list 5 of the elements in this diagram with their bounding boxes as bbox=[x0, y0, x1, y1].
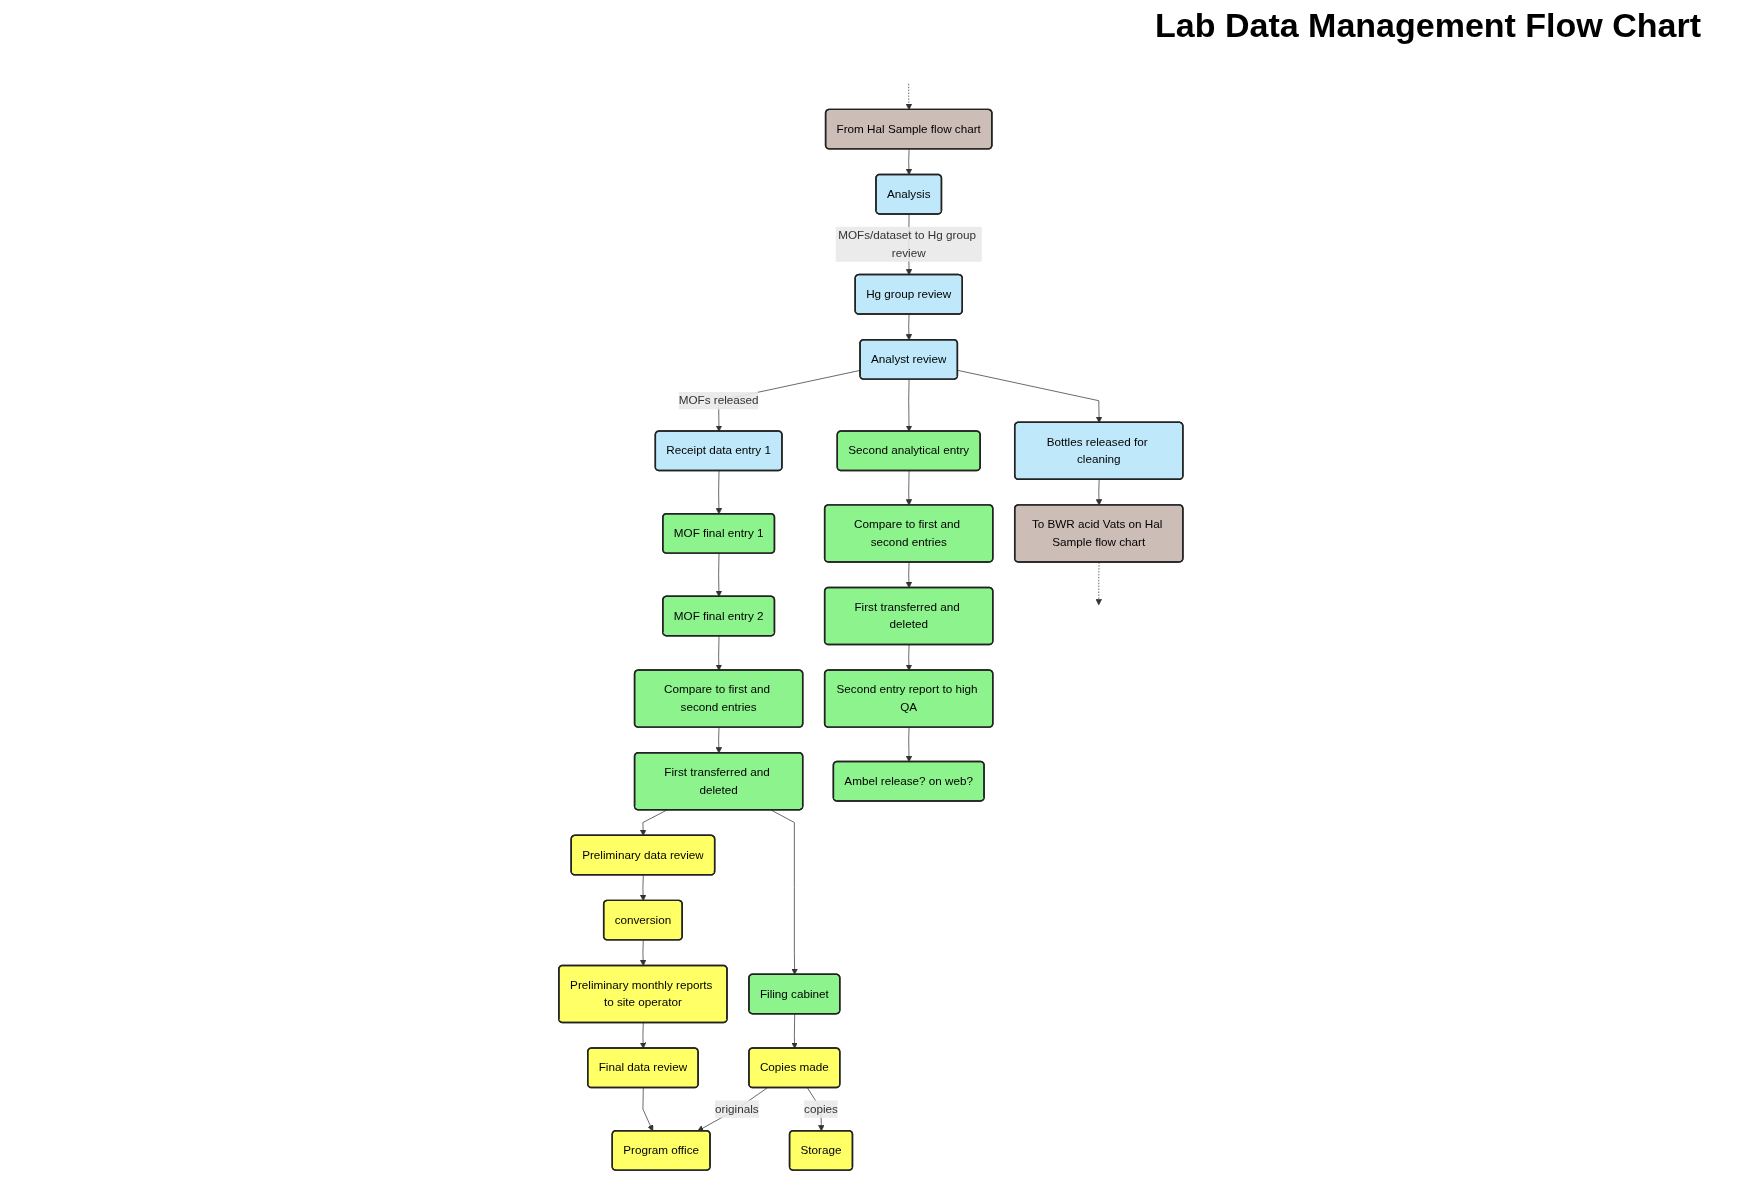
edge-label: copies bbox=[803, 1102, 838, 1115]
edge-label: MOFs released bbox=[678, 394, 759, 407]
edge-label: MOFs/dataset to Hg group review bbox=[837, 228, 976, 259]
edge-label: originals bbox=[714, 1102, 759, 1115]
diagram-title: Lab Data Management Flow Chart bbox=[1155, 6, 1701, 45]
